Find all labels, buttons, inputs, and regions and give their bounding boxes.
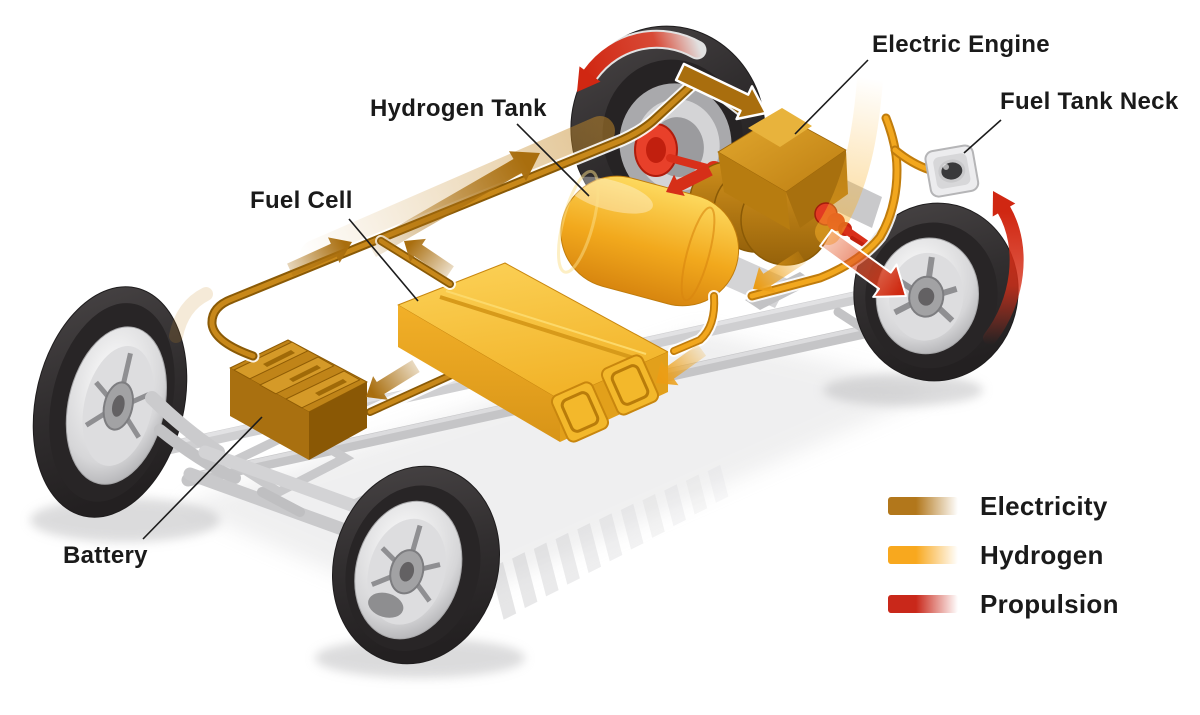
electricity-swatch [888, 497, 958, 515]
label-fuel-cell: Fuel Cell [250, 187, 353, 214]
wheel-rotation-arrowhead [577, 66, 601, 92]
wheel-rotation-arrow [983, 203, 1024, 345]
wheel-rotation-arrow [582, 31, 705, 82]
hydrogen-flow-arrow [656, 344, 707, 386]
battery-unit [229, 339, 368, 460]
electricity-flow-arrow [287, 237, 352, 277]
leader-line-electric-engine [794, 59, 869, 135]
legend-item-hydrogen: Hydrogen [888, 539, 1119, 571]
electricity-flow-arrow [366, 360, 420, 400]
label-battery: Battery [63, 542, 148, 569]
legend-label: Electricity [980, 490, 1108, 521]
propulsion-arrow [819, 228, 907, 298]
fuel-cell-unit [397, 262, 669, 443]
leader-line-fuel-cell [348, 218, 419, 302]
flow-arrows [287, 29, 1024, 400]
propulsion-swatch [888, 595, 958, 613]
propulsion-arrow [666, 164, 713, 196]
front-left-wheel [32, 286, 188, 518]
legend-label: Hydrogen [980, 539, 1104, 570]
hydrogen-flow-arrow [753, 251, 806, 293]
hydrogen-swatch [888, 546, 958, 564]
leader-lines [142, 59, 1002, 540]
label-hydrogen-tank: Hydrogen Tank [370, 95, 547, 122]
electricity-flow-arrow [404, 238, 454, 278]
hydrogen-tank-unit [556, 169, 740, 307]
leader-line-battery [142, 416, 263, 540]
legend-item-electricity: Electricity [888, 490, 1119, 522]
wheel-rotation-arrowhead [992, 191, 1016, 217]
leader-line-fuel-tank-neck [963, 119, 1002, 154]
label-electric-engine: Electric Engine [872, 31, 1050, 58]
leader-line-hydrogen-tank [516, 123, 590, 197]
rear-right-wheel [853, 202, 1019, 382]
legend-label: Propulsion [980, 588, 1119, 619]
electricity-flow-arrow [368, 151, 540, 257]
electricity-flow-arrow [674, 62, 768, 121]
speed-dashes [490, 464, 729, 620]
legend: Electricity Hydrogen Propulsion [888, 490, 1119, 637]
label-fuel-tank-neck: Fuel Tank Neck [1000, 88, 1179, 115]
fuel-tank-neck-unit [924, 144, 980, 198]
legend-item-propulsion: Propulsion [888, 588, 1119, 620]
fuel-cell-port [550, 381, 610, 443]
front-right-wheel [331, 465, 501, 665]
fuel-cell-port [600, 354, 660, 416]
